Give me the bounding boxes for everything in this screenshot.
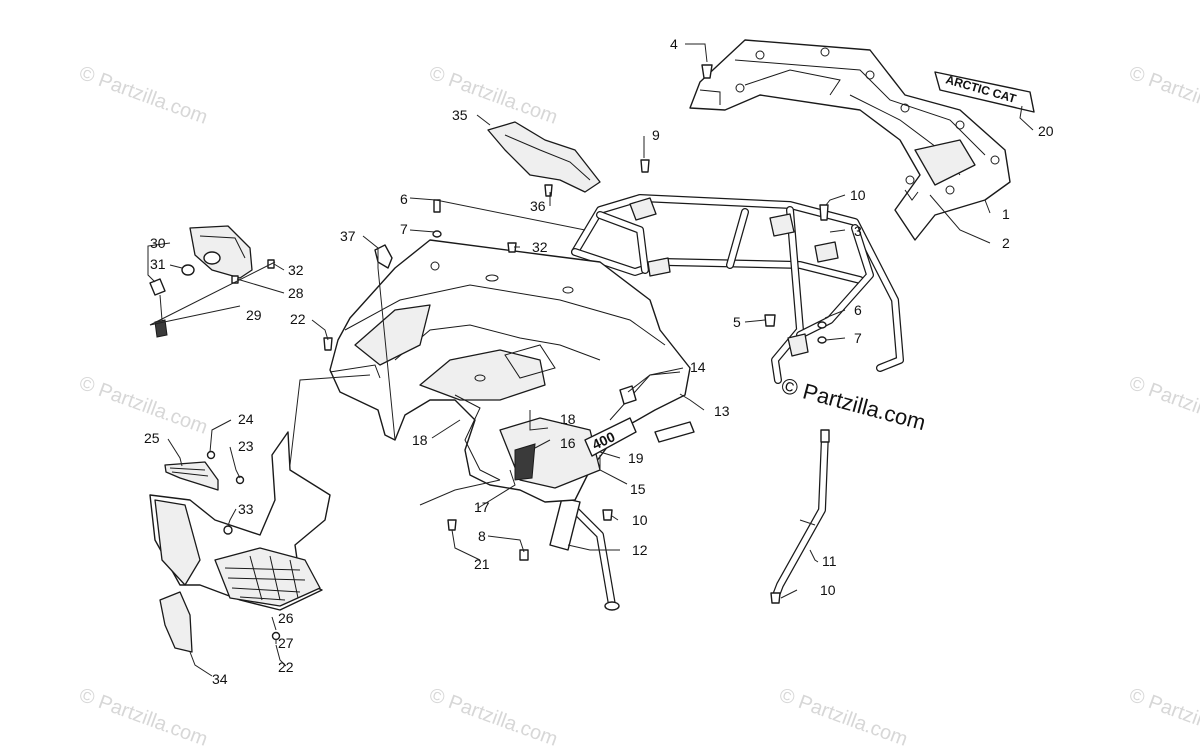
- callout-21: 21: [474, 556, 490, 572]
- emblem-part-20: ARCTIC CAT: [934, 71, 1035, 113]
- support-bracket-part-12: [549, 497, 620, 611]
- callout-10: 10: [850, 187, 866, 203]
- callout-1: 1: [1002, 206, 1010, 222]
- mud-flap-part-35: [487, 121, 601, 193]
- callout-27: 27: [278, 635, 294, 651]
- callout-24: 24: [238, 411, 254, 427]
- callout-22: 22: [290, 311, 306, 327]
- callout-10: 10: [820, 582, 836, 598]
- tail-light-assembly: [149, 225, 253, 338]
- rear-rack-part-1: [689, 39, 1011, 241]
- callout-2: 2: [1002, 235, 1010, 251]
- watermark: © Partzilla.com: [76, 684, 210, 750]
- copyright-mark: © Partzilla.com: [779, 373, 929, 436]
- callout-30: 30: [150, 235, 166, 251]
- reflector-part-15: [654, 421, 695, 443]
- watermark: © Partzilla.com: [426, 684, 560, 750]
- callout-9: 9: [652, 127, 660, 143]
- callout-32: 32: [288, 262, 304, 278]
- callout-26: 26: [278, 610, 294, 626]
- callout-35: 35: [452, 107, 468, 123]
- callout-19: 19: [628, 450, 644, 466]
- callout-32: 32: [532, 239, 548, 255]
- callout-14: 14: [690, 359, 706, 375]
- callout-33: 33: [238, 501, 254, 517]
- callouts: 1 2 3 4 5 6 6 7 7 8 9 10 10 10 11 12 13 …: [144, 36, 1054, 687]
- callout-15: 15: [630, 481, 646, 497]
- callout-3: 3: [854, 223, 862, 239]
- callout-5: 5: [733, 314, 741, 330]
- callout-23: 23: [238, 438, 254, 454]
- callout-20: 20: [1038, 123, 1054, 139]
- callout-28: 28: [288, 285, 304, 301]
- watermark: © Partzilla.com: [76, 372, 210, 439]
- callout-18: 18: [412, 432, 428, 448]
- callout-4: 4: [670, 36, 678, 52]
- watermark: © Partzilla.com: [426, 62, 560, 129]
- callout-25: 25: [144, 430, 160, 446]
- callout-6: 6: [854, 302, 862, 318]
- callout-18: 18: [560, 411, 576, 427]
- callout-8: 8: [478, 528, 486, 544]
- callout-22: 22: [278, 659, 294, 675]
- callout-7: 7: [400, 221, 408, 237]
- callout-36: 36: [530, 198, 546, 214]
- leader-lines: [147, 43, 1034, 677]
- callout-13: 13: [714, 403, 730, 419]
- callout-31: 31: [150, 256, 166, 272]
- callout-10: 10: [632, 512, 648, 528]
- watermark: © Partzilla.com: [76, 62, 210, 129]
- decal-part-16: [514, 443, 536, 481]
- callout-6: 6: [400, 191, 408, 207]
- watermark: © Partzilla.com: [1126, 684, 1200, 750]
- watermark: © Partzilla.com: [1126, 372, 1200, 439]
- hardware: [231, 64, 829, 604]
- callout-11: 11: [822, 553, 837, 569]
- callout-34: 34: [212, 671, 228, 687]
- callout-17: 17: [474, 499, 490, 515]
- footwell-assembly: [149, 431, 331, 653]
- callout-12: 12: [632, 542, 648, 558]
- callout-16: 16: [560, 435, 576, 451]
- watermark: © Partzilla.com: [776, 684, 910, 750]
- callout-29: 29: [246, 307, 262, 323]
- callout-37: 37: [340, 228, 356, 244]
- callout-7: 7: [854, 330, 862, 346]
- support-tube-part-11: [771, 429, 830, 602]
- watermark: © Partzilla.com: [1126, 62, 1200, 129]
